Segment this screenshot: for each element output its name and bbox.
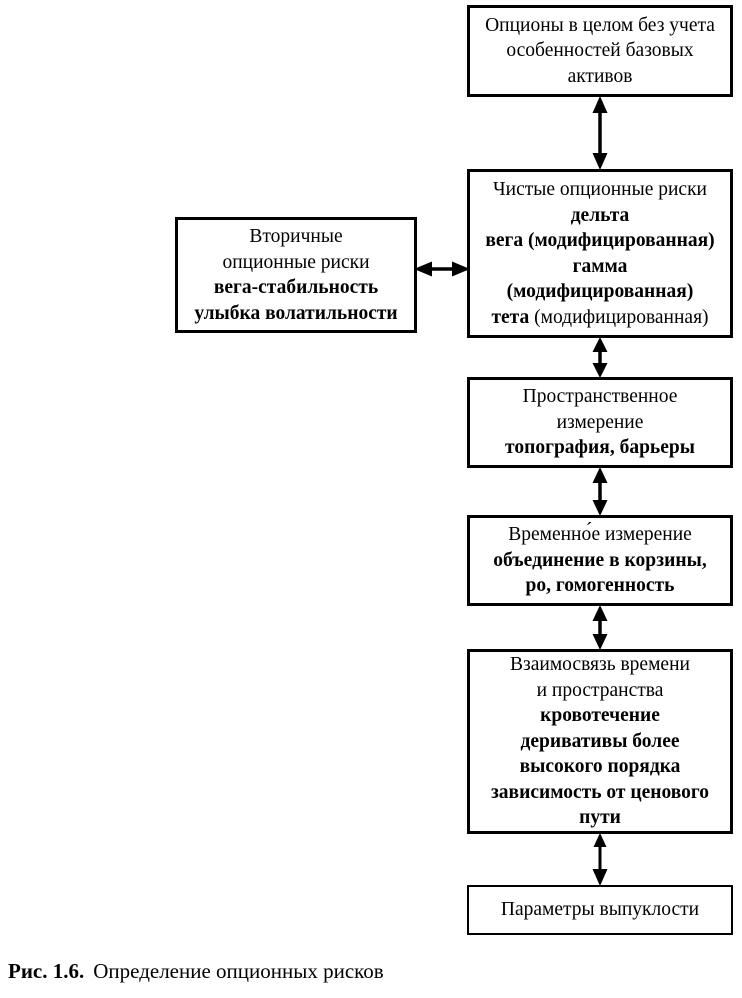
connector-arrow-general-to-pure [586, 96, 614, 170]
connector-arrow-secondary-to-pure [414, 255, 470, 283]
connector-arrow-spatial-to-time [586, 467, 614, 516]
figure-caption-text: Определение опционных рисков [93, 959, 384, 983]
connector-arrow-time-to-link [586, 605, 614, 650]
figure-caption-label: Рис. 1.6. [8, 959, 85, 983]
node-convexity-parameters-text: Параметры выпуклости [500, 899, 700, 921]
node-convexity-parameters: Параметры выпуклости [467, 885, 733, 935]
connector-arrow-link-to-convexity [586, 833, 614, 886]
figure-caption: Рис. 1.6. Определение опционных рисков [8, 957, 734, 985]
connector-arrow-pure-to-spatial [586, 337, 614, 378]
